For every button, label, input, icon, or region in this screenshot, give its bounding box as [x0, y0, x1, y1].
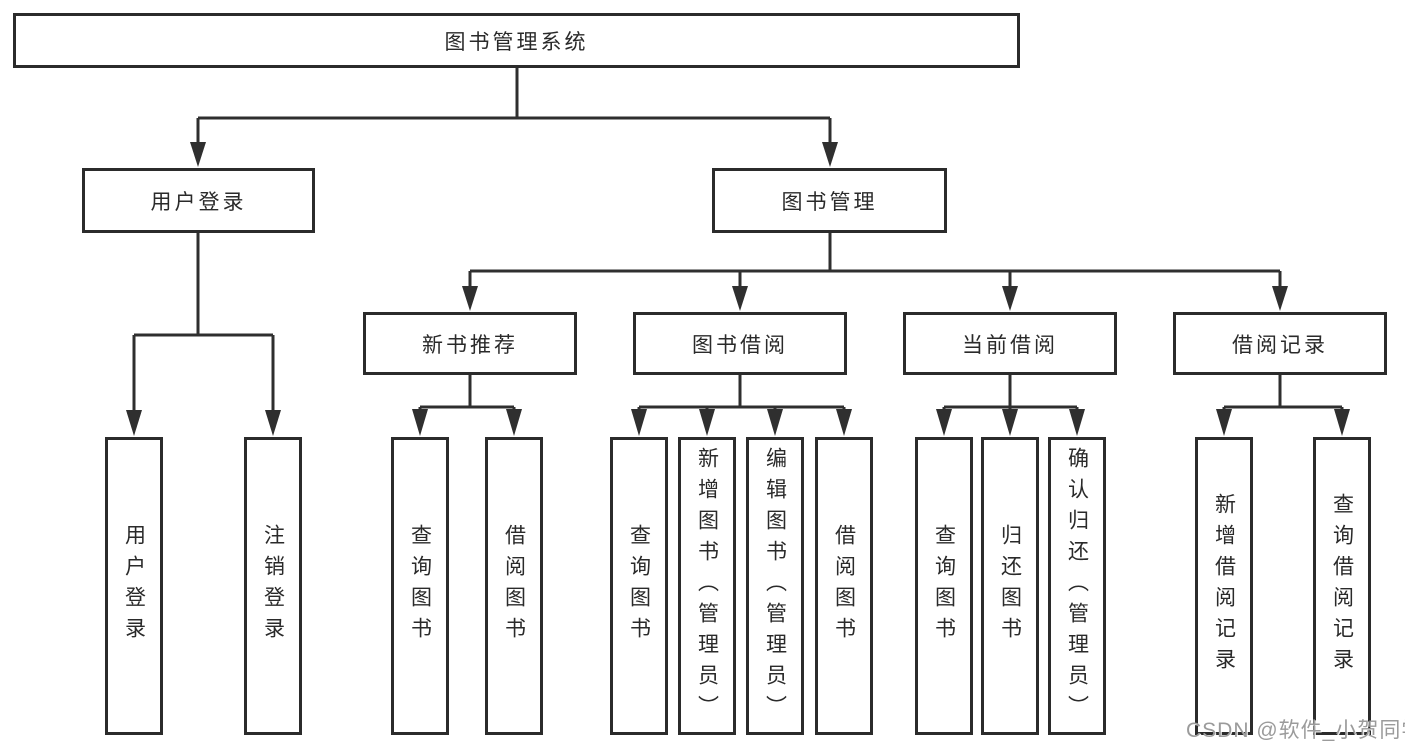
node-new-book-recommend-label: 新书推荐 [422, 333, 518, 357]
arrow-icon [1002, 409, 1018, 436]
node-borrowing-records: 借阅记录 [1173, 312, 1387, 375]
arrow-icon [732, 286, 748, 311]
leaf-borrowing-borrow-books-label: 借阅图书 [832, 524, 856, 648]
arrow-icon [126, 410, 142, 436]
leaf-return-books: 归还图书 [981, 437, 1039, 735]
arrow-icon [1216, 409, 1232, 436]
leaf-recommend-query-books-label: 查询图书 [408, 524, 432, 648]
arrow-icon [1272, 286, 1288, 311]
arrow-icon [936, 409, 952, 436]
node-book-borrowing-label: 图书借阅 [692, 333, 788, 357]
leaf-borrowing-borrow-books: 借阅图书 [815, 437, 873, 735]
arrow-icon [462, 286, 478, 311]
leaf-add-books-admin: 新增图书（管理员） [678, 437, 736, 735]
arrow-icon [1069, 409, 1085, 436]
leaf-edit-books-admin: 编辑图书（管理员） [746, 437, 804, 735]
leaf-confirm-return-admin: 确认归还（管理员） [1048, 437, 1106, 735]
watermark: CSDN @软件_小贺同学 [1186, 719, 1405, 742]
arrow-icon [1334, 409, 1350, 436]
arrow-icon [1002, 286, 1018, 311]
leaf-user-login: 用户登录 [105, 437, 163, 735]
arrow-icon [836, 409, 852, 436]
leaf-return-books-label: 归还图书 [998, 524, 1022, 648]
leaf-borrowing-query-books: 查询图书 [610, 437, 668, 735]
arrow-icon [767, 409, 783, 436]
arrow-icon [190, 142, 206, 167]
arrow-icon [412, 409, 428, 436]
arrowheads [126, 142, 1350, 436]
node-current-borrowing: 当前借阅 [903, 312, 1117, 375]
leaf-recommend-query-books: 查询图书 [391, 437, 449, 735]
leaf-current-query-books: 查询图书 [915, 437, 973, 735]
node-book-borrowing: 图书借阅 [633, 312, 847, 375]
leaf-recommend-borrow-books-label: 借阅图书 [502, 524, 526, 648]
leaf-add-books-admin-label: 新增图书（管理员） [695, 446, 719, 726]
node-library-system: 图书管理系统 [13, 13, 1020, 68]
arrow-icon [822, 142, 838, 167]
leaf-query-borrow-record: 查询借阅记录 [1313, 437, 1371, 735]
node-book-management-label: 图书管理 [781, 190, 878, 214]
node-user-login: 用户登录 [82, 168, 315, 233]
leaf-query-borrow-record-label: 查询借阅记录 [1330, 493, 1354, 679]
leaf-logout: 注销登录 [244, 437, 302, 735]
leaf-recommend-borrow-books: 借阅图书 [485, 437, 543, 735]
node-user-login-label: 用户登录 [150, 190, 247, 214]
arrow-icon [265, 410, 281, 436]
leaf-edit-books-admin-label: 编辑图书（管理员） [763, 446, 787, 726]
leaf-borrowing-query-books-label: 查询图书 [627, 524, 651, 648]
leaf-current-query-books-label: 查询图书 [932, 524, 956, 648]
arrow-icon [699, 409, 715, 436]
node-borrowing-records-label: 借阅记录 [1232, 333, 1328, 357]
leaf-add-borrow-record-label: 新增借阅记录 [1212, 493, 1236, 679]
node-new-book-recommend: 新书推荐 [363, 312, 577, 375]
arrow-icon [631, 409, 647, 436]
node-book-management: 图书管理 [712, 168, 947, 233]
leaf-confirm-return-admin-label: 确认归还（管理员） [1065, 446, 1089, 726]
leaf-user-login-label: 用户登录 [122, 524, 146, 648]
arrow-icon [506, 409, 522, 436]
node-current-borrowing-label: 当前借阅 [962, 333, 1058, 357]
node-library-system-label: 图书管理系统 [444, 30, 589, 54]
leaf-logout-label: 注销登录 [261, 524, 285, 648]
leaf-add-borrow-record: 新增借阅记录 [1195, 437, 1253, 735]
